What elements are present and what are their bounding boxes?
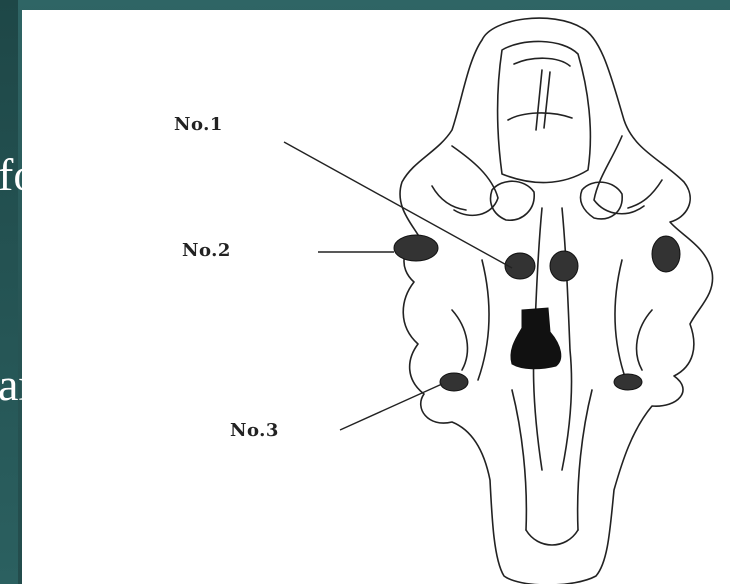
leader-line-3: [340, 384, 442, 430]
mark-right-upper: [652, 236, 680, 272]
skull-outline: [400, 18, 713, 584]
mark-central-dark: [511, 308, 561, 369]
label-no-2: No.2: [182, 240, 231, 261]
label-no-1: No.1: [174, 114, 223, 135]
skull-drawing: [22, 10, 730, 584]
slide-accent-bar: [0, 0, 18, 584]
skull-diagram: No.1 No.2 No.3: [22, 10, 730, 584]
nasal-region: [498, 41, 591, 182]
marked-regions: [394, 235, 680, 391]
mark-right-lower: [614, 374, 642, 390]
label-no-3: No.3: [230, 420, 279, 441]
mark-center-right: [550, 251, 578, 281]
mark-left-upper: [394, 235, 438, 261]
mark-left-lower: [440, 373, 468, 391]
